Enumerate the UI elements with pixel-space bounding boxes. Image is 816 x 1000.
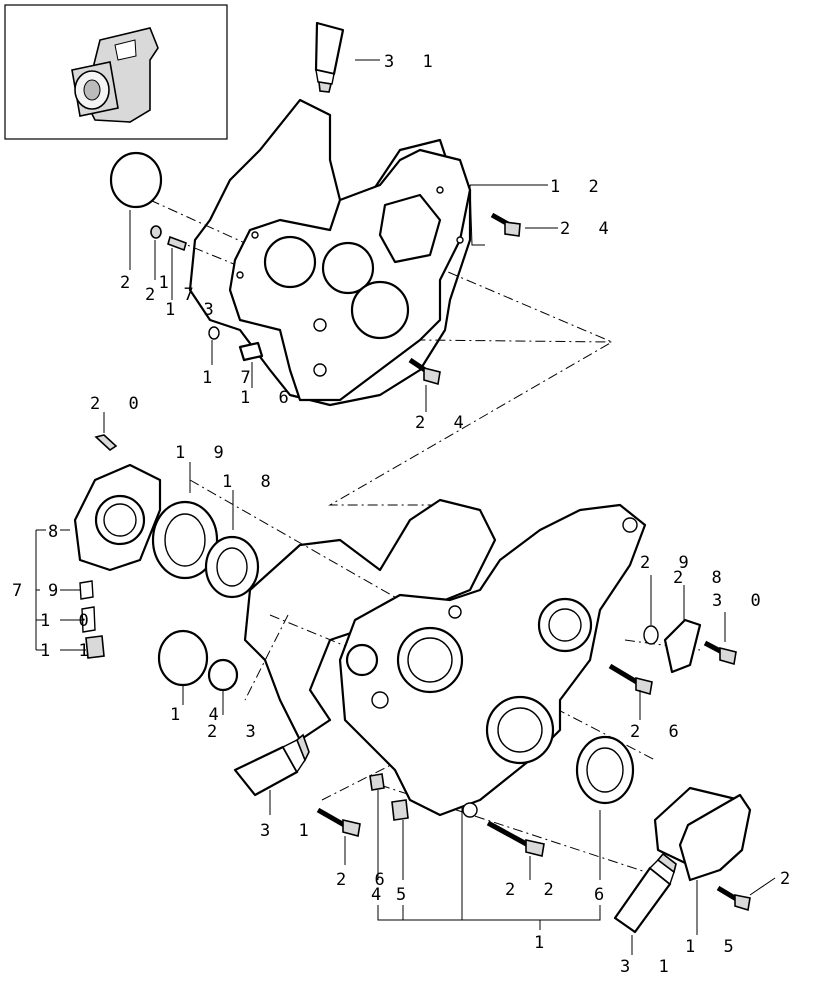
callout-17: 1 7 <box>202 368 260 388</box>
nut-27 <box>150 225 162 239</box>
callout-5: 5 <box>396 885 415 905</box>
callout-29: 2 9 <box>640 553 698 573</box>
callout-4: 4 <box>371 885 390 905</box>
cover-plate-28 <box>663 618 702 674</box>
cover-15 <box>678 793 752 882</box>
sealant-tube-31-left <box>233 733 310 797</box>
screw-20 <box>94 434 118 452</box>
sealant-tube-31-top <box>314 21 345 93</box>
callout-23: 2 3 <box>207 722 265 742</box>
o-ring-29 <box>643 625 659 645</box>
callout-31-bottom: 3 1 <box>620 957 678 977</box>
plug-5 <box>391 799 409 821</box>
bolt-22 <box>486 820 545 857</box>
callout-31-left: 3 1 <box>260 821 318 841</box>
valve-9 <box>79 580 94 600</box>
ring-17 <box>208 326 220 340</box>
callout-21: 2 1 <box>120 273 178 293</box>
callout-26-bottom: 2 6 <box>336 870 394 890</box>
callout-labels: 3 1 1 2 2 4 2 1 2 7 1 3 1 7 1 6 2 4 2 0 … <box>12 52 816 977</box>
timing-cover-1 <box>338 503 647 817</box>
callout-11: 1 1 <box>40 641 98 661</box>
callout-9: 9 <box>48 581 67 601</box>
cap-14 <box>157 629 209 687</box>
leader-lines <box>35 59 776 955</box>
callout-8: 8 <box>48 522 67 542</box>
plug-11 <box>85 635 105 659</box>
callout-28: 2 8 <box>673 568 731 588</box>
engine-locator-thumbnail <box>4 4 228 140</box>
bolt-26-right <box>608 663 653 696</box>
callout-31-top: 3 1 <box>384 52 442 72</box>
bolt-30 <box>703 640 737 666</box>
plug-4 <box>369 773 385 791</box>
callout-6: 6 <box>594 885 613 905</box>
callout-14: 1 4 <box>170 705 228 725</box>
callout-13: 1 3 <box>165 300 223 320</box>
bolt-24-top <box>490 212 521 237</box>
plug-23 <box>207 658 239 692</box>
callout-7: 7 <box>12 581 31 601</box>
callout-16: 1 6 <box>240 388 298 408</box>
callout-12: 1 2 <box>550 177 608 197</box>
callout-20: 2 0 <box>90 394 148 414</box>
callout-26-right: 2 6 <box>630 722 688 742</box>
callout-24-bottom: 2 4 <box>780 869 816 889</box>
bolt-26-bottom <box>316 807 361 837</box>
callout-24-top: 2 4 <box>560 219 618 239</box>
callout-10: 1 0 <box>40 611 98 631</box>
spring-10 <box>81 606 96 633</box>
callout-18: 1 8 <box>222 472 280 492</box>
callout-19: 1 9 <box>175 443 233 463</box>
callout-27: 2 7 <box>145 285 203 305</box>
o-ring-21 <box>109 151 163 209</box>
callout-1: 1 <box>534 933 553 953</box>
callout-24-mid: 2 4 <box>415 413 473 433</box>
callout-15: 1 5 <box>685 937 743 957</box>
stud-18 <box>167 235 187 252</box>
dowel-16 <box>238 341 264 362</box>
callout-30: 3 0 <box>712 591 770 611</box>
callout-22: 2 2 <box>505 880 563 900</box>
bolt-24-bottom <box>716 885 751 912</box>
bolt-24-mid <box>408 357 441 386</box>
sealant-tube-31-bottom <box>613 852 677 934</box>
